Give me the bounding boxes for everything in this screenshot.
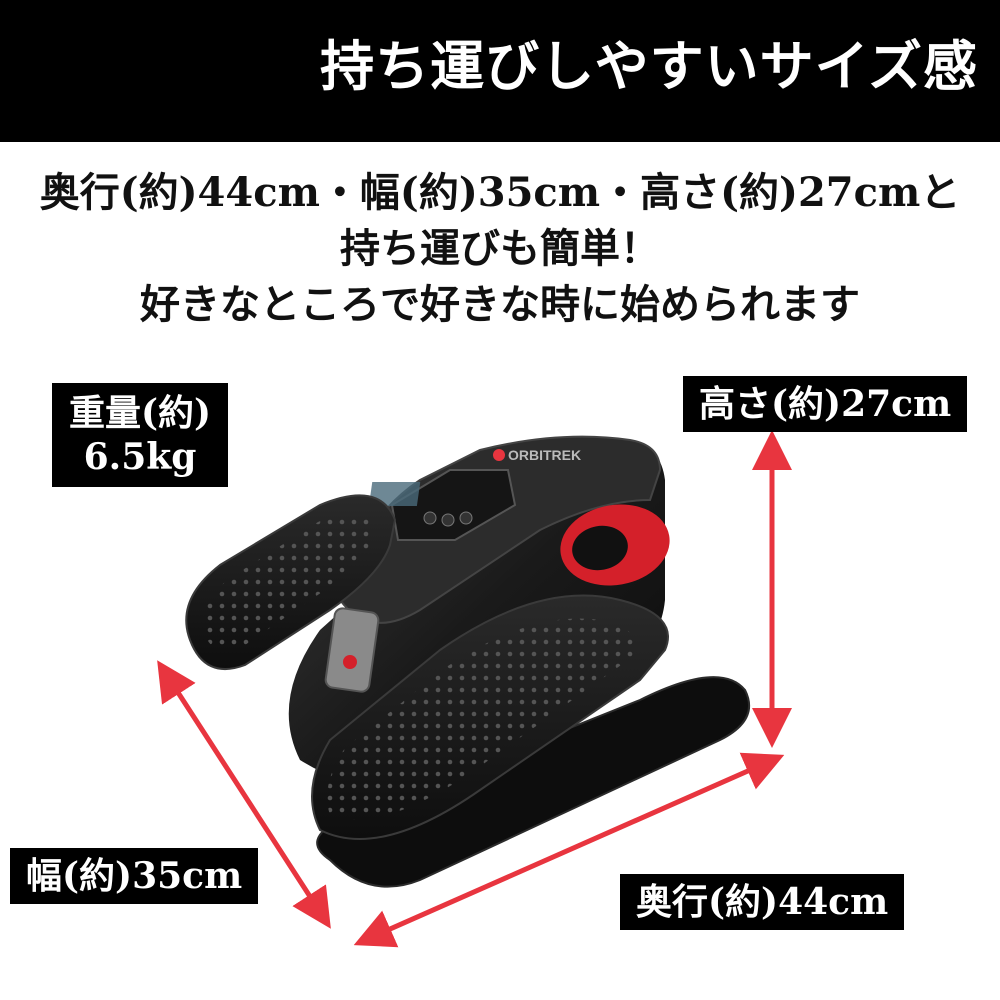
- weight-label-line1: 重量(約): [68, 392, 212, 434]
- intro-text: 奥行(約)44cm・幅(約)35cm・高さ(約)27cmと 持ち運びも簡単！ 好…: [0, 165, 1000, 333]
- intro-line-3: 好きなところで好きな時に始められます: [140, 281, 860, 328]
- weight-label-line2: 6.5kg: [83, 436, 197, 478]
- depth-label: 奥行(約)44cm: [620, 874, 905, 930]
- header-banner: 持ち運びしやすいサイズ感: [0, 0, 1000, 142]
- width-label: 幅(約)35cm: [10, 848, 259, 904]
- weight-label: 重量(約) 6.5kg: [52, 383, 228, 487]
- brand-logo: ORBITREK: [508, 447, 581, 463]
- header-title: 持ち運びしやすいサイズ感: [320, 34, 978, 98]
- depth-arrow: [353, 752, 785, 948]
- width-arrow: [157, 660, 331, 929]
- height-label: 高さ(約)27cm: [683, 376, 968, 432]
- stepper-device: ORBITREK: [185, 435, 750, 888]
- intro-line-1: 奥行(約)44cm・幅(約)35cm・高さ(約)27cmと: [39, 169, 961, 216]
- intro-line-2: 持ち運びも簡単！: [340, 225, 660, 272]
